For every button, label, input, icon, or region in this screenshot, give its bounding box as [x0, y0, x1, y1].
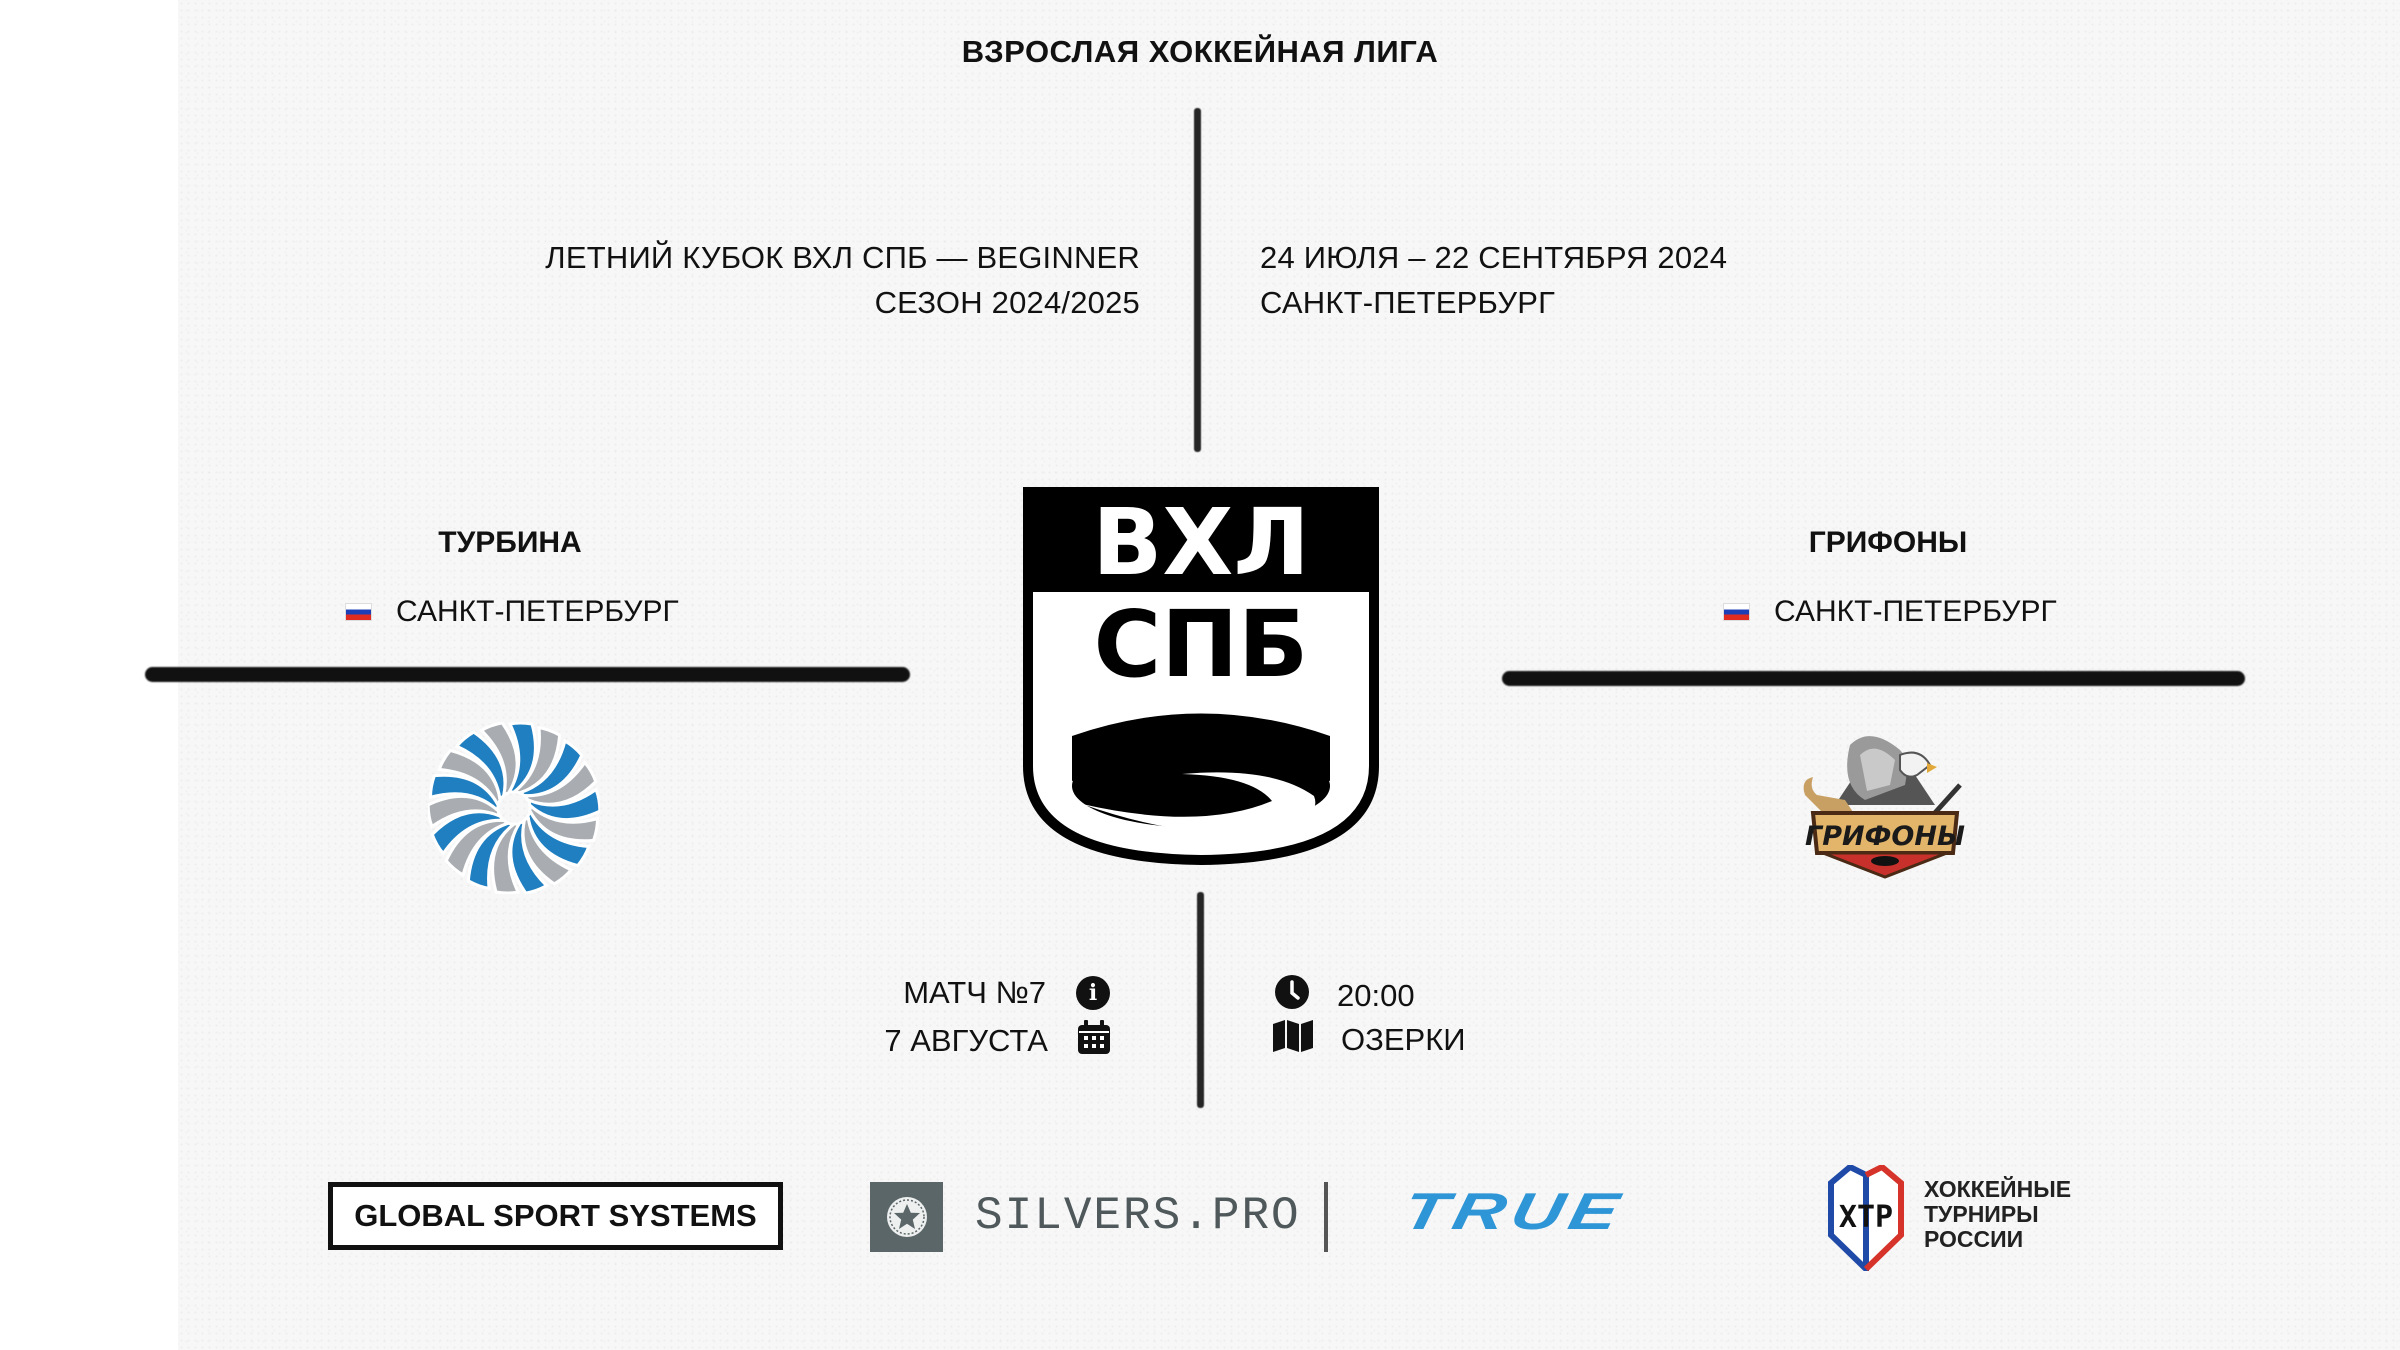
htr-line-1: ХОККЕЙНЫЕ	[1924, 1176, 2072, 1202]
right-horizontal-divider	[1502, 671, 2245, 686]
league-title: ВЗРОСЛАЯ ХОККЕЙНАЯ ЛИГА	[961, 34, 1439, 69]
tournament-info-left: ЛЕТНИЙ КУБОК ВХЛ СПБ — BEGINNER СЕЗОН 20…	[545, 235, 1140, 325]
vhl-spb-logo: ВХЛ СПБ	[1022, 486, 1380, 866]
info-icon: i	[1076, 976, 1110, 1010]
turbina-blade	[526, 808, 591, 868]
home-team-city: САНКТ-ПЕТЕРБУРГ	[396, 595, 679, 628]
turbina-blade	[430, 810, 506, 856]
tournament-name: ЛЕТНИЙ КУБОК ВХЛ СПБ — BEGINNER	[545, 240, 1140, 275]
silvers-star-icon	[870, 1182, 943, 1252]
russia-flag-icon	[1723, 603, 1750, 621]
map-icon	[1273, 1020, 1313, 1060]
match-date: 7 АВГУСТА	[884, 1023, 1048, 1058]
top-vertical-divider	[1194, 108, 1201, 452]
turbina-blade	[528, 802, 599, 843]
htr-line-3: РОССИИ	[1924, 1226, 2024, 1252]
sponsor-global-sport-systems: GLOBAL SPORT SYSTEMS	[328, 1182, 783, 1250]
sponsor-true: TRUE	[1397, 1182, 1630, 1241]
home-team-city-row: САНКТ-ПЕТЕРБУРГ	[345, 595, 679, 629]
sponsor-silvers-pro: SILVERS.PRO	[975, 1190, 1301, 1242]
tournament-season: СЕЗОН 2024/2025	[874, 285, 1140, 320]
tournament-city: САНКТ-ПЕТЕРБУРГ	[1260, 285, 1556, 320]
away-team-name: ГРИФОНЫ	[1808, 526, 1968, 559]
turbina-blade	[444, 818, 511, 878]
turbina-blade	[426, 794, 502, 829]
turbina-blade	[479, 721, 519, 798]
left-horizontal-divider	[145, 667, 910, 682]
match-number: МАТЧ №7	[903, 975, 1046, 1010]
logo-line-2: СПБ	[1094, 591, 1309, 698]
sponsor-separator	[1324, 1182, 1328, 1252]
match-venue-row: ОЗЕРКИ	[1273, 1020, 1466, 1060]
htr-line-2: ТУРНИРЫ	[1924, 1201, 2039, 1227]
clock-icon	[1275, 975, 1309, 1017]
turbina-logo	[426, 721, 602, 895]
turbina-blade	[511, 725, 562, 795]
turbina-blade	[522, 760, 598, 806]
grifony-logo: ГРИФОНЫ	[1795, 725, 1975, 895]
russia-flag-icon	[345, 603, 372, 621]
turbina-blade	[509, 818, 549, 895]
home-team-name: ТУРБИНА	[438, 526, 582, 559]
match-time: 20:00	[1337, 978, 1415, 1013]
turbina-blade	[437, 748, 502, 808]
calendar-icon	[1078, 1020, 1110, 1062]
match-venue: ОЗЕРКИ	[1341, 1022, 1466, 1057]
htr-mark-text: ХТР	[1839, 1200, 1893, 1235]
grifony-logo-text: ГРИФОНЫ	[1805, 821, 1965, 852]
logo-line-1: ВХЛ	[1092, 489, 1309, 596]
tournament-info-right: 24 ИЮЛЯ – 22 СЕНТЯБРЯ 2024 САНКТ-ПЕТЕРБУ…	[1260, 235, 1727, 325]
bottom-vertical-divider	[1197, 892, 1204, 1108]
turbina-blade	[517, 738, 584, 798]
htr-shield-logo: ХТР	[1826, 1163, 1906, 1277]
away-team-city: САНКТ-ПЕТЕРБУРГ	[1774, 595, 2057, 628]
turbina-blade	[429, 773, 500, 814]
match-time-row: 20:00	[1275, 975, 1415, 1017]
gss-text: GLOBAL SPORT SYSTEMS	[354, 1198, 757, 1233]
turbina-blade	[521, 814, 574, 886]
turbina-blade	[466, 821, 517, 891]
match-date-row: 7 АВГУСТА	[884, 1020, 1110, 1062]
match-number-row: МАТЧ №7 i	[903, 975, 1110, 1011]
turbina-blade	[526, 787, 602, 822]
sponsor-hockey-tournaments-russia: ХОККЕЙНЫЕ ТУРНИРЫ РОССИИ	[1924, 1177, 2071, 1252]
turbina-blade	[454, 730, 507, 802]
tournament-dates: 24 ИЮЛЯ – 22 СЕНТЯБРЯ 2024	[1260, 240, 1728, 275]
away-team-city-row: САНКТ-ПЕТЕРБУРГ	[1723, 595, 2057, 629]
